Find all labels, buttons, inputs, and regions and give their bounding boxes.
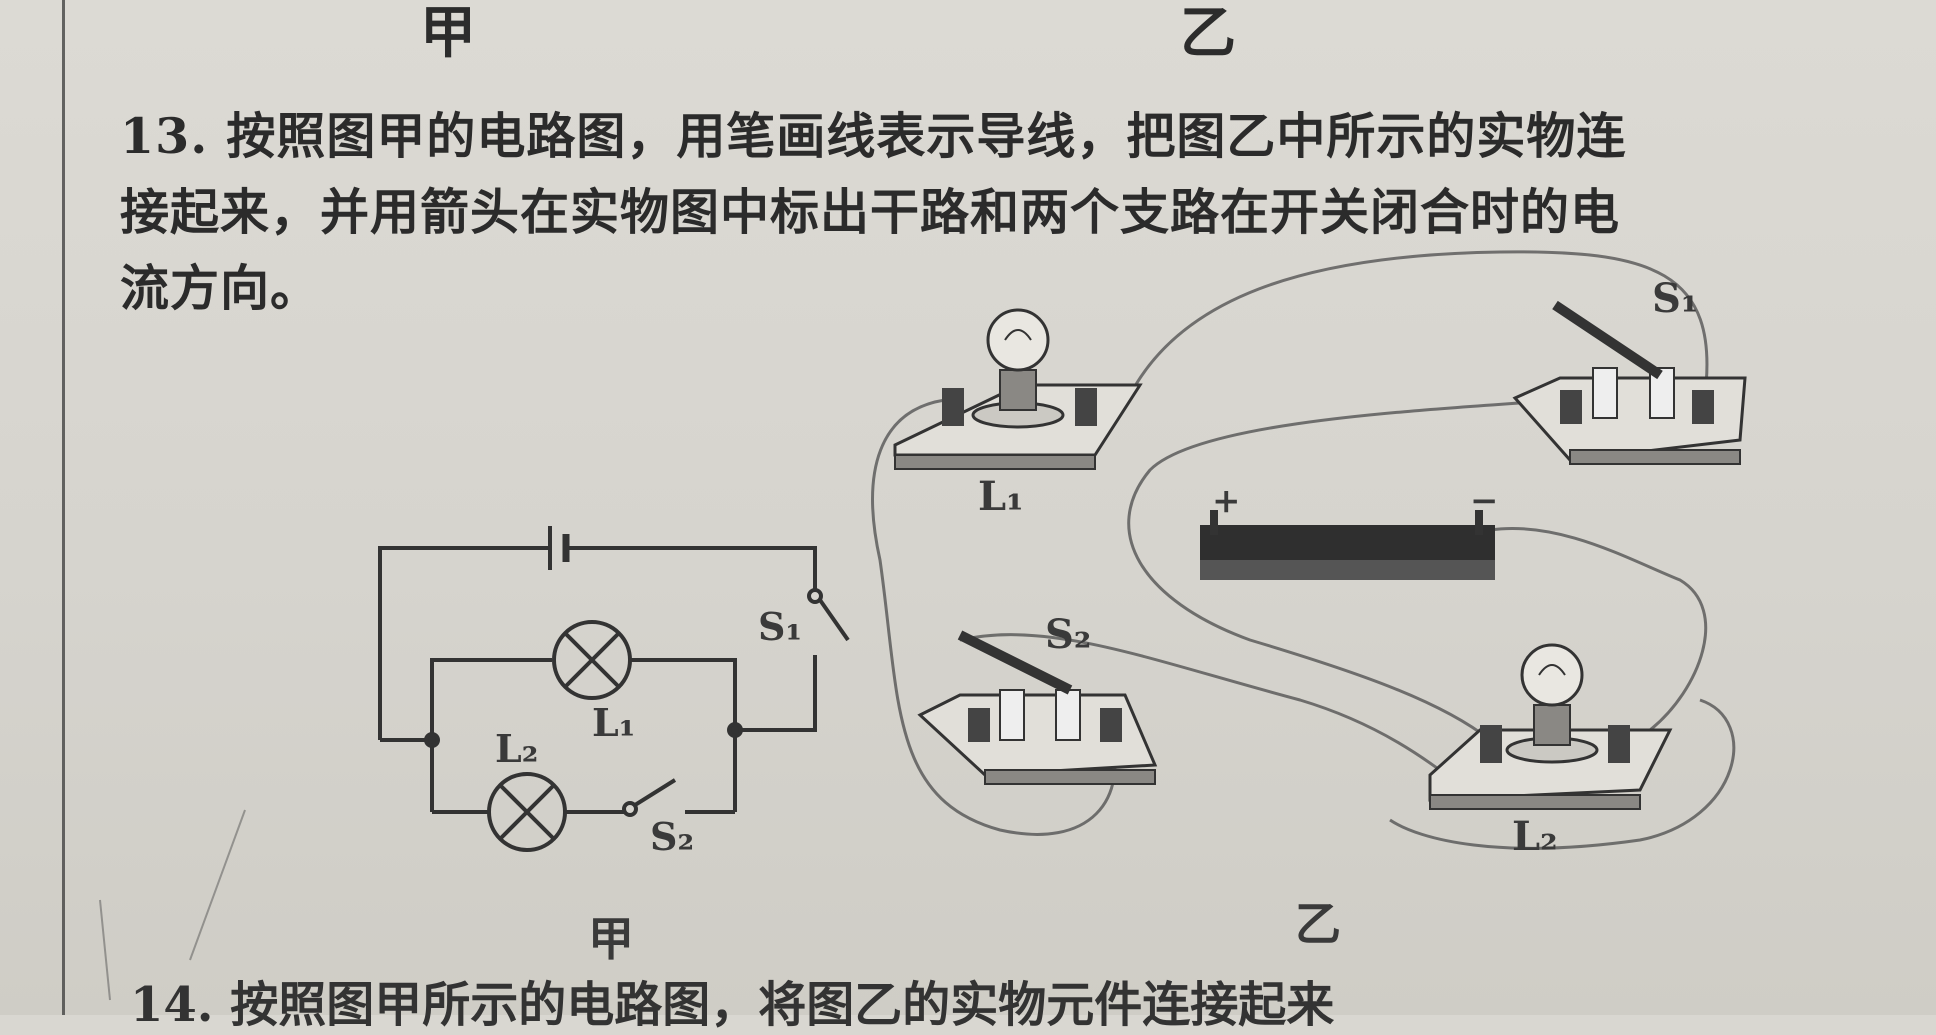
pencil-mark (99, 899, 111, 1001)
circuit-diagram-jia (378, 526, 850, 852)
jia-label-s1: S₁ (758, 604, 802, 649)
figure-caption-jia: 甲 (588, 912, 634, 966)
battery-minus-label: − (1470, 481, 1499, 521)
question-line-3: 流方向。 (120, 259, 321, 317)
jia-label-l1: L₁ (592, 700, 635, 745)
bulb-l2-assembly (1428, 643, 1673, 810)
previous-figure-label-yi: 乙 (1180, 0, 1236, 66)
yi-label-l2: L₂ (1512, 813, 1558, 860)
yi-label-s2: S₂ (1045, 611, 1091, 658)
jia-label-s2: S₂ (650, 814, 694, 859)
yi-label-s1: S₁ (1652, 275, 1698, 322)
figure-caption-yi: 乙 (1295, 897, 1341, 951)
question-line-1: 13. 按照图甲的电路图，用笔画线表示导线，把图乙中所示的实物连 (120, 107, 1627, 165)
previous-figure-label-jia: 甲 (420, 0, 476, 66)
switch-s1-assembly (1512, 300, 1747, 465)
question-number: 13. (120, 107, 209, 165)
yi-label-l1: L₁ (978, 473, 1024, 520)
jia-label-l2: L₂ (495, 726, 538, 771)
battery-assembly (1200, 510, 1495, 580)
pencil-mark (189, 809, 246, 961)
physical-circuit-yi: L₁ S₁ + − (871, 250, 1747, 951)
question-14-partial: 14. 按照图甲所示的电路图，将图乙的实物元件连接起来 (130, 977, 1335, 1033)
question-13: 13. 按照图甲的电路图，用笔画线表示导线，把图乙中所示的实物连 接起来，并用箭… (120, 98, 1880, 326)
bulb-l1-assembly (893, 308, 1143, 470)
battery-plus-label: + (1212, 481, 1241, 521)
drawn-wires (871, 250, 1736, 850)
question-line-2: 接起来，并用箭头在实物图中标出干路和两个支路在开关闭合时的电 (120, 183, 1621, 241)
switch-s2-assembly (917, 630, 1158, 785)
margin-line (62, 0, 65, 1015)
